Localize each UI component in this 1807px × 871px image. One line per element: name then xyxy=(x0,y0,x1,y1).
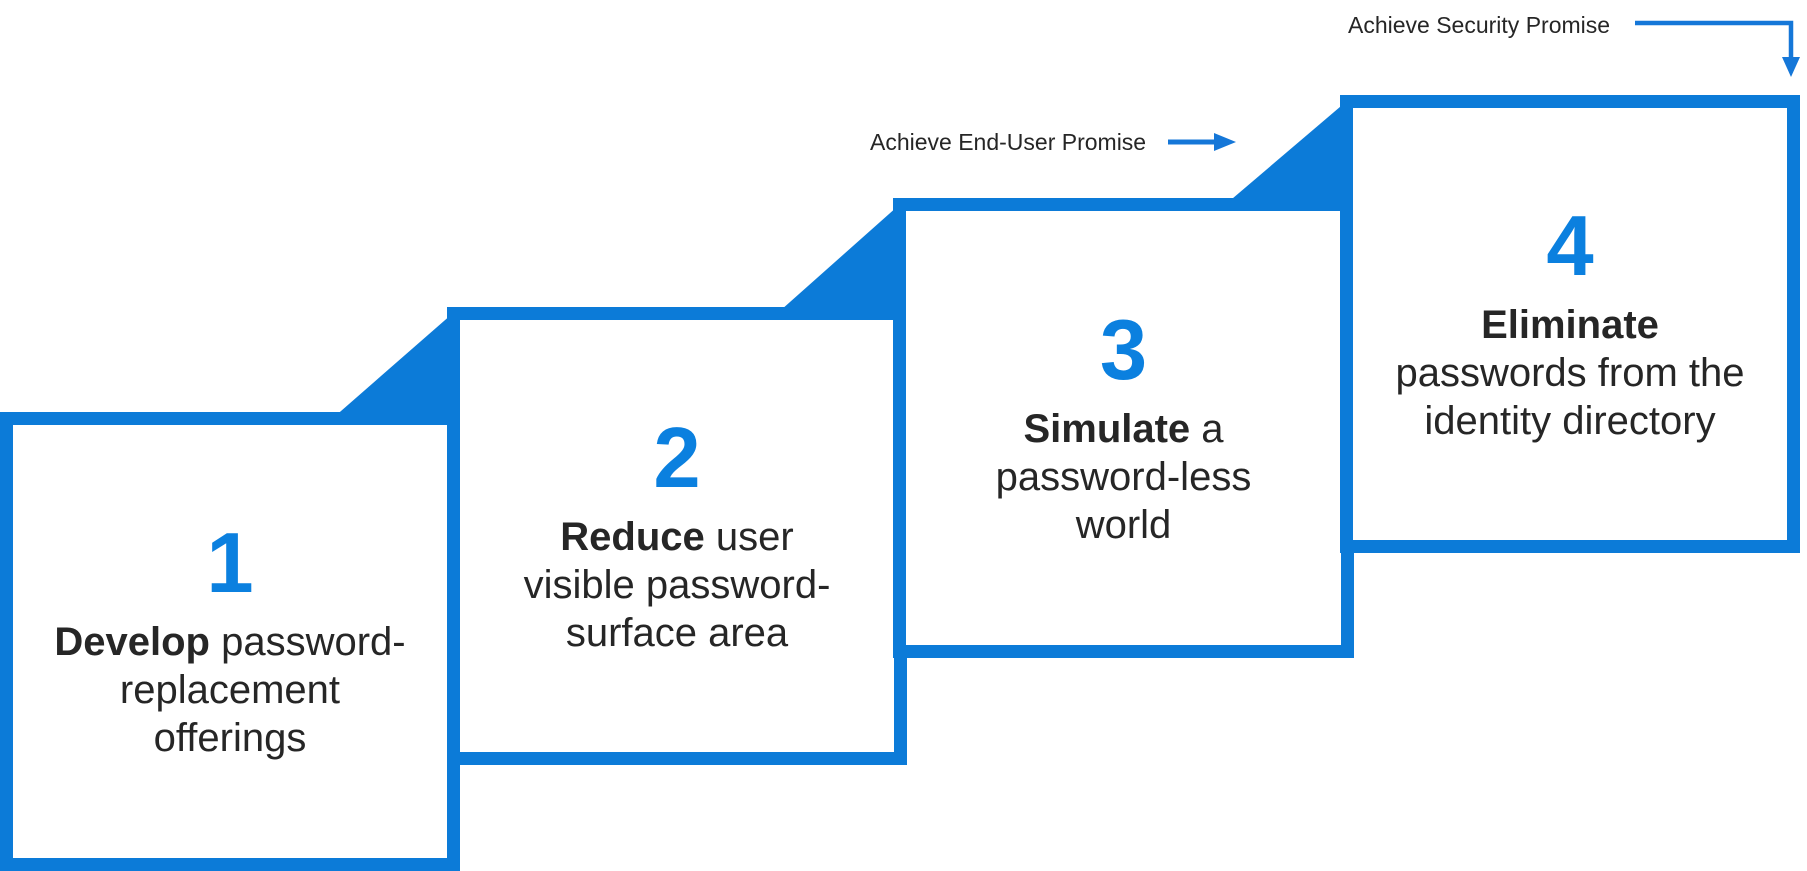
step-3-box: 3 Simulate a password-less world xyxy=(893,198,1354,658)
step-2-line-1: Reduce user xyxy=(560,514,794,559)
step-4-line-2: passwords from the xyxy=(1395,350,1745,395)
step-3-number: 3 xyxy=(1099,302,1148,398)
step-4-label: Eliminate passwords from the identity di… xyxy=(1395,301,1744,445)
step-1-number: 1 xyxy=(206,516,254,611)
step-3-line-1: Simulate a xyxy=(1023,406,1224,451)
step-3-line-2: password-less xyxy=(995,454,1252,499)
step-1-line-1: Develop password- xyxy=(54,620,406,664)
step-2-number: 2 xyxy=(653,410,701,506)
step-4-number: 4 xyxy=(1546,198,1594,294)
step-2-box: 2 Reduce user visible password- surface … xyxy=(447,307,907,765)
end-user-promise-arrow-icon xyxy=(1168,133,1236,151)
step-4-line-3: identity directory xyxy=(1424,398,1716,443)
step-2-line-2: visible password- xyxy=(523,562,831,607)
step-2-label: Reduce user visible password- surface ar… xyxy=(524,513,831,657)
step-connector-triangle-1-2 xyxy=(325,307,460,425)
step-1-line-2: replacement xyxy=(119,668,341,712)
step-1-label: Develop password- replacement offerings xyxy=(54,618,405,762)
step-3-line-3: world xyxy=(1075,502,1172,547)
step-3-label: Simulate a password-less world xyxy=(996,405,1252,549)
step-4-line-1: Eliminate xyxy=(1481,302,1659,347)
step-1-box: 1 Develop password- replacement offering… xyxy=(0,412,460,871)
security-promise-elbow-arrow-icon xyxy=(1635,20,1800,77)
step-4-box: 4 Eliminate passwords from the identity … xyxy=(1340,95,1800,553)
step-1-line-3: offerings xyxy=(153,716,307,760)
step-connector-triangle-2-3 xyxy=(772,198,907,318)
step-2-line-3: surface area xyxy=(565,610,789,655)
security-promise-label: Achieve Security Promise xyxy=(1348,12,1611,38)
end-user-promise-label: Achieve End-User Promise xyxy=(870,129,1147,155)
